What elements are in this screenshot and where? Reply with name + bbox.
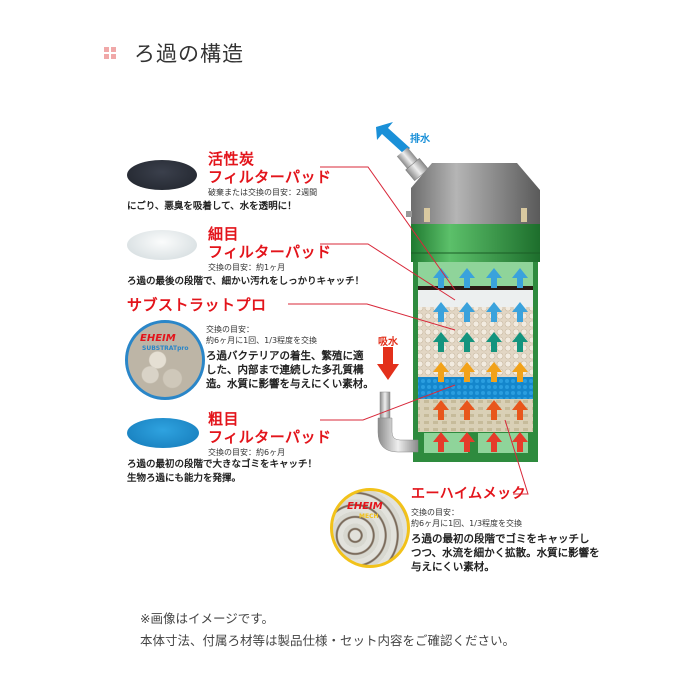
eheim-mech-image: EHEIM MECH — [330, 488, 410, 568]
replacement-guide: 交換の目安：約1ヶ月 — [208, 263, 286, 272]
substrat-pro-image: EHEIM SUBSTRATpro — [125, 320, 205, 400]
footnote-image-note: ※画像はイメージです。 — [140, 611, 274, 626]
coarse-filter-pad-info: 粗目 フィルターパッド 交換の目安：約6ヶ月 — [208, 410, 332, 458]
activated-carbon-pad-description: にごり、悪臭を吸着して、水を透明に！ — [127, 201, 297, 212]
brand-badge: EHEIM — [347, 501, 383, 512]
description-line2: した、内部まで連続した多孔質構 — [206, 364, 364, 376]
product-badge: MECH — [359, 513, 379, 520]
replacement-guide-line2: 約6ヶ月に1回、1/3程度を交換 — [206, 336, 318, 345]
coarse-filter-pad-description: ろ過の最初の段階で大きなゴミをキャッチ！ 生物ろ過にも能力を発揮。 — [127, 458, 317, 486]
description-line3: 造。水質に影響を与えにくい素材。 — [206, 378, 374, 390]
replacement-guide: 交換の目安：約6ヶ月 — [208, 448, 286, 457]
substrat-pro-heading: サブストラットプロ — [127, 296, 267, 314]
activated-carbon-pad-info: 活性炭 フィルターパッド 破棄または交換の目安：2週間 — [208, 150, 332, 198]
replacement-guide-line2: 約6ヶ月に1回、1/3程度を交換 — [411, 519, 523, 528]
heading-line1: 活性炭 — [208, 150, 255, 168]
description-line1: ろ過の最初の段階でゴミをキャッチし — [411, 533, 590, 545]
outlet-arrow-icon — [376, 122, 410, 154]
fine-filter-pad-info: 細目 フィルターパッド 交換の目安：約1ヶ月 — [208, 225, 332, 273]
description-line2: 生物ろ過にも能力を発揮。 — [127, 473, 242, 484]
substrat-pro-info: 交換の目安： 約6ヶ月に1回、1/3程度を交換 ろ過バクテリアの着生、繁殖に適 … — [206, 324, 374, 391]
page-title: ろ過の構造 — [134, 42, 244, 66]
footnotes: ※画像はイメージです。 本体寸法、付属ろ材等は製品仕様・セット内容をご確認くださ… — [140, 608, 515, 652]
heading-line2: フィルターパッド — [208, 243, 332, 261]
description-line2: つつ、水流を細かく拡散。水質に影響を — [411, 547, 600, 559]
replacement-guide: 破棄または交換の目安：2週間 — [208, 188, 318, 197]
inlet-label: 吸水 — [378, 337, 398, 348]
brand-badge: EHEIM — [140, 333, 176, 344]
product-badge: SUBSTRATpro — [142, 345, 189, 352]
coarse-filter-pad-image — [127, 418, 199, 448]
heading-line1: 細目 — [208, 225, 240, 243]
heading-line2: フィルターパッド — [208, 428, 332, 446]
heading-line1: 粗目 — [208, 410, 240, 428]
eheim-mech-info: 交換の目安： 約6ヶ月に1回、1/3程度を交換 ろ過の最初の段階でゴミをキャッチ… — [411, 507, 600, 574]
flow-arrows — [433, 268, 528, 452]
fine-filter-pad-image — [127, 230, 197, 260]
title-bullet-icon — [104, 47, 116, 59]
inlet-arrow-icon — [377, 347, 399, 380]
activated-carbon-pad-image — [127, 160, 197, 190]
eheim-mech-heading: エーハイムメック — [411, 486, 527, 502]
description-line3: 与えにくい素材。 — [411, 561, 495, 573]
fine-filter-pad-description: ろ過の最後の段階で、細かい汚れをしっかりキャッチ！ — [127, 276, 365, 287]
footnote-spec-note: 本体寸法、付属ろ材等は製品仕様・セット内容をご確認ください。 — [140, 633, 516, 648]
replacement-guide-line1: 交換の目安： — [206, 325, 254, 334]
description-line1: ろ過バクテリアの着生、繁殖に適 — [206, 350, 364, 362]
heading-line2: フィルターパッド — [208, 168, 332, 186]
description-line1: ろ過の最初の段階で大きなゴミをキャッチ！ — [127, 459, 318, 470]
outlet-label: 排水 — [410, 134, 430, 145]
replacement-guide-line1: 交換の目安： — [411, 508, 459, 517]
section-header: ろ過の構造 — [104, 38, 244, 68]
